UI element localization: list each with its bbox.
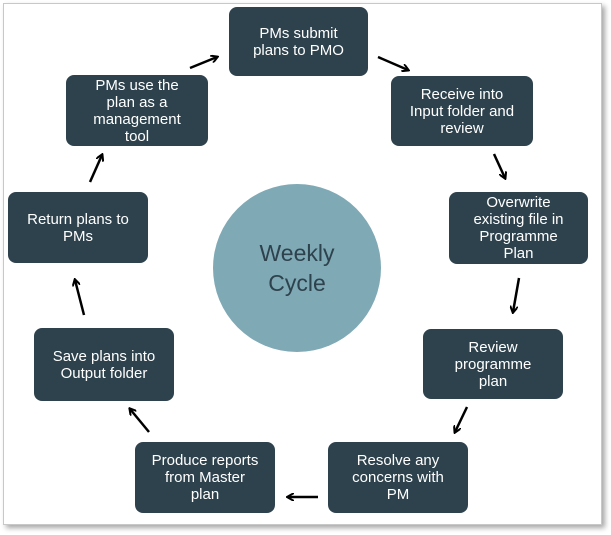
- step-review-programme-plan: Review programme plan: [423, 329, 563, 399]
- step-pms-use-plan: PMs use the plan as a management tool: [66, 75, 208, 146]
- step-produce-reports: Produce reports from Master plan: [135, 442, 275, 513]
- step-pms-submit-plans: PMs submit plans to PMO: [229, 7, 368, 76]
- center-circle: Weekly Cycle: [213, 184, 381, 352]
- step-resolve-concerns: Resolve any concerns with PM: [328, 442, 468, 513]
- step-return-plans: Return plans to PMs: [8, 192, 148, 263]
- center-label: Weekly Cycle: [259, 240, 335, 296]
- step-overwrite-existing-file: Overwrite existing file in Programme Pla…: [449, 192, 588, 264]
- step-receive-into-input: Receive into Input folder and review: [391, 76, 533, 146]
- step-save-plans-output: Save plans into Output folder: [34, 328, 174, 401]
